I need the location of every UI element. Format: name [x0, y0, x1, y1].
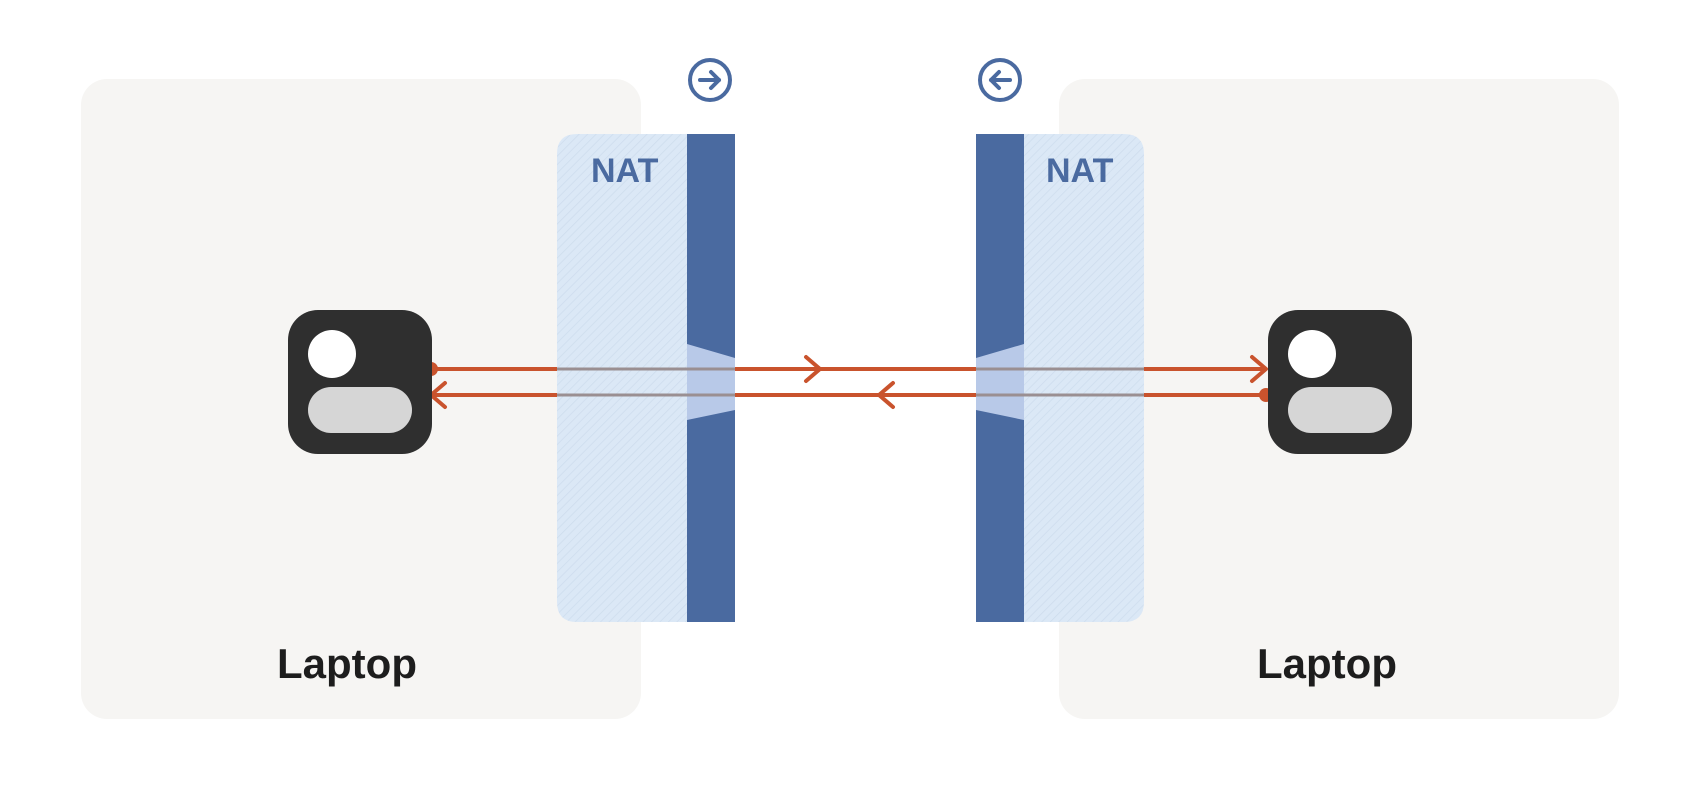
left-nat-zone [557, 134, 687, 622]
right-laptop-label: Laptop [1257, 640, 1397, 687]
left-laptop-label: Laptop [277, 640, 417, 687]
outbound-mid-arrow [804, 355, 822, 383]
connection-inbound [429, 381, 1273, 409]
right-nat-zone [1024, 134, 1144, 622]
left-nat [557, 134, 735, 622]
left-device-icon [288, 310, 432, 454]
left-nat-opening [687, 344, 735, 420]
right-nat [976, 134, 1144, 622]
arrow-right-circle-icon [688, 58, 732, 102]
right-device-icon [1268, 310, 1412, 454]
arrow-left-circle-icon [978, 58, 1022, 102]
right-nat-opening [976, 344, 1024, 420]
inbound-mid-arrow [877, 381, 895, 409]
left-nat-label: NAT [591, 152, 659, 190]
outbound-end-arrow [1250, 355, 1268, 383]
right-nat-label: NAT [1046, 152, 1114, 190]
